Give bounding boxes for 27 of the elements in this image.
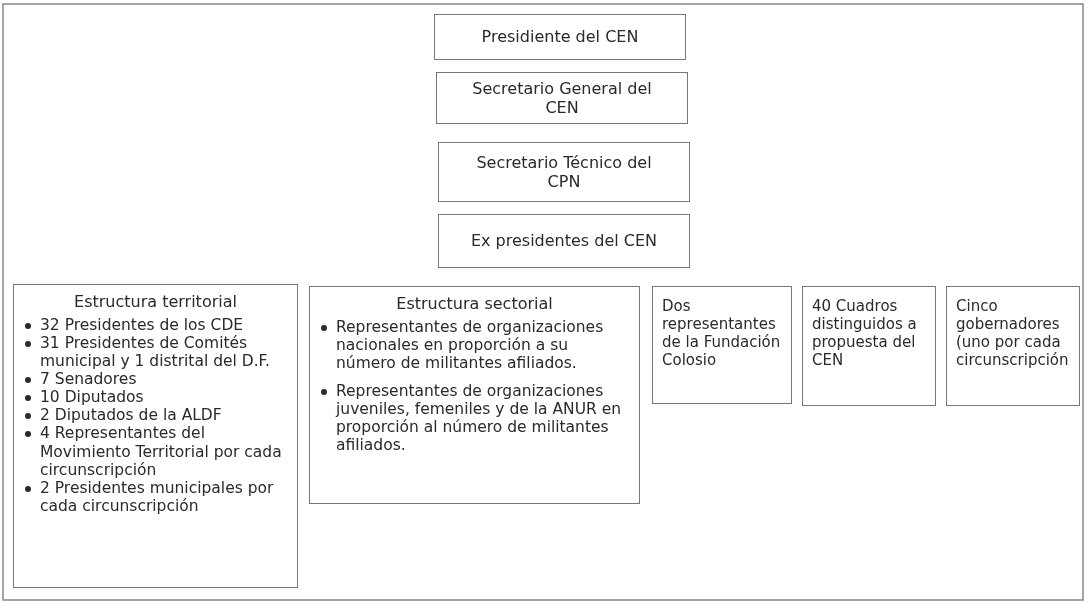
box-label: Secretario Técnico del CPN [475,152,653,192]
bullet-item: Representantes de organizaciones nacionales en proporción a su número de militantes afiliados. [318,317,631,373]
bullet-item: 2 Diputados de la ALDF [22,406,289,425]
structure-box [13,284,298,588]
box-heading: Estructura territorial [73,293,238,312]
title-box [436,72,688,124]
member-box [652,286,792,404]
box-label: Presidiente del CEN [481,27,639,47]
bullet-item: 32 Presidentes de los CDE [22,315,289,334]
member-box [802,286,936,406]
bullet-item: 7 Senadores [22,370,289,389]
title-box [438,142,690,202]
box-label: Dos representantes de la Fundación Colosio [662,297,781,369]
bullet-item: 2 Presidentes municipales por cada circunscripción [22,478,289,516]
title-box [434,14,686,60]
structure-box [309,286,640,504]
box-label: Secretario General del CEN [471,78,653,118]
bullet-item: 31 Presidentes de Comités municipal y 1 distrital del D.F. [22,333,289,371]
bullet-item: 10 Diputados [22,388,289,407]
box-label: Ex presidentes del CEN [470,231,658,251]
title-box [438,214,690,268]
member-box [946,286,1080,406]
box-heading: Estructura sectorial [395,295,554,314]
box-label: Cinco gobernadores (uno por cada circunscripción [956,297,1069,369]
bullet-item: Representantes de organizaciones juveniles, femeniles y de la ANUR en proporción al número de militantes afiliados. [318,382,631,455]
box-label: 40 Cuadros distinguidos a propuesta del CEN [812,297,917,369]
bullet-item: 4 Representantes del Movimiento Territorial por cada circunscripción [22,424,289,479]
